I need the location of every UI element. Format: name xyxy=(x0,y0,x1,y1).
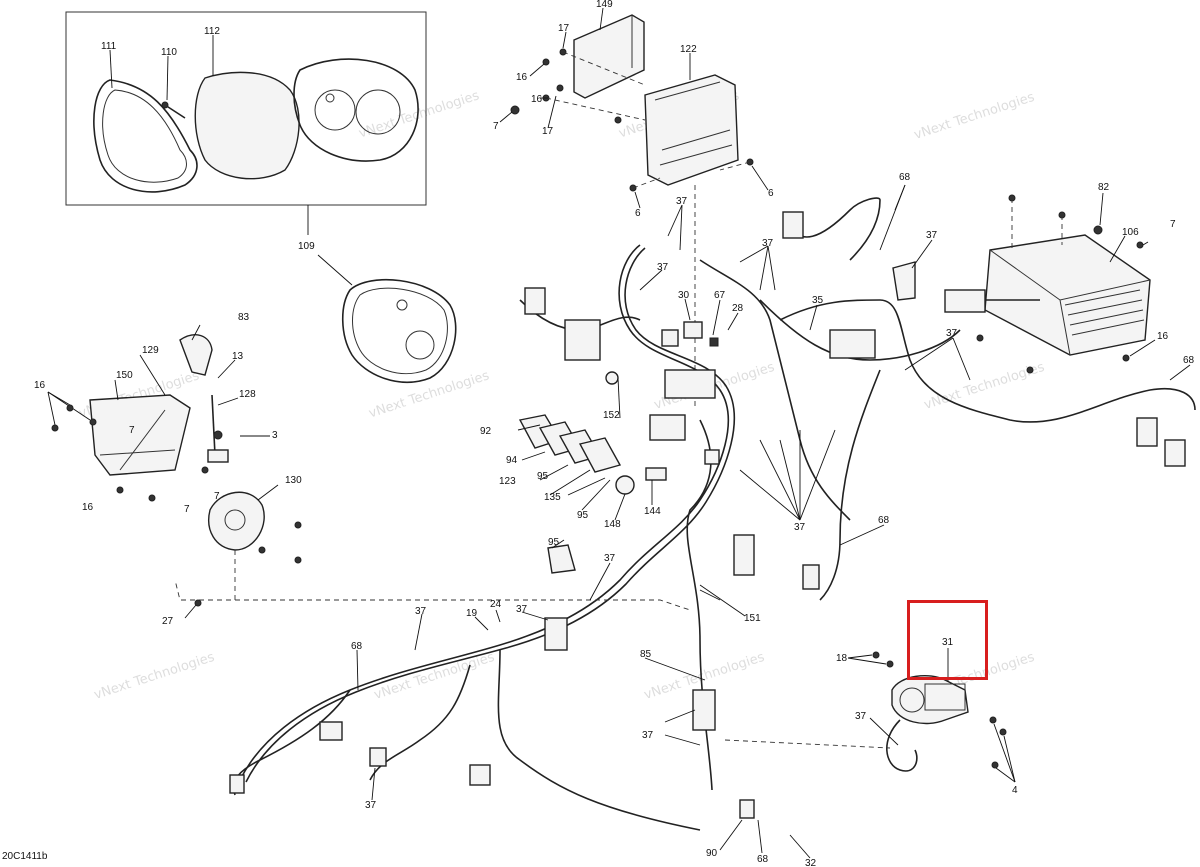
callout-90: 90 xyxy=(706,848,718,859)
highlight-box xyxy=(907,600,988,680)
callout-37h: 37 xyxy=(415,606,427,617)
callout-37l: 37 xyxy=(855,711,867,722)
motor-fasteners xyxy=(847,651,1016,783)
left-bracket-part xyxy=(47,324,691,611)
callout-150: 150 xyxy=(116,370,133,381)
callout-35: 35 xyxy=(812,295,824,306)
lens-part xyxy=(194,71,300,180)
callout-123: 123 xyxy=(499,476,516,487)
callout-7e: 7 xyxy=(184,504,190,515)
callout-7a: 7 xyxy=(493,121,499,132)
module-fasteners xyxy=(499,31,769,410)
callout-6b: 6 xyxy=(768,188,774,199)
callout-112: 112 xyxy=(204,26,220,37)
svg-text:vNext Technologies: vNext Technologies xyxy=(912,90,1036,143)
bezel-part xyxy=(93,79,198,193)
power-box-part xyxy=(944,234,1151,356)
callout-68c: 68 xyxy=(878,515,890,526)
cluster-assembly-part xyxy=(317,254,457,383)
screw-part xyxy=(161,101,186,119)
callout-151: 151 xyxy=(744,613,761,624)
callout-129: 129 xyxy=(142,345,159,356)
callout-24: 24 xyxy=(490,599,502,610)
callout-4: 4 xyxy=(1012,785,1018,796)
callout-135: 135 xyxy=(544,492,561,503)
callout-labels: 149 122 111 110 112 109 17 17 16 16 7 6 … xyxy=(34,0,1195,867)
callout-37j: 37 xyxy=(365,800,377,811)
callout-17b: 17 xyxy=(542,126,554,137)
callout-94: 94 xyxy=(506,455,518,466)
callout-37d: 37 xyxy=(794,522,806,533)
cluster-inset xyxy=(65,11,427,235)
callout-30: 30 xyxy=(678,290,690,301)
callout-68e: 68 xyxy=(757,854,769,865)
callout-37e: 37 xyxy=(926,230,938,241)
callout-16c: 16 xyxy=(1157,331,1169,342)
callout-7d: 7 xyxy=(214,491,220,502)
relay-block-part xyxy=(518,337,719,574)
callout-27: 27 xyxy=(162,616,174,627)
callout-37c: 37 xyxy=(657,262,669,273)
callout-68a: 68 xyxy=(899,172,911,183)
callout-16e: 16 xyxy=(82,502,94,513)
callout-7c: 7 xyxy=(129,425,135,436)
svg-text:vNext Technologies: vNext Technologies xyxy=(92,650,216,703)
callout-37g: 37 xyxy=(604,553,616,564)
left-fasteners xyxy=(51,404,302,607)
callout-82: 82 xyxy=(1098,182,1110,193)
callout-68d: 68 xyxy=(351,641,363,652)
callout-152: 152 xyxy=(603,410,620,421)
callout-16b: 16 xyxy=(531,94,543,105)
module-bracket-part xyxy=(573,7,645,99)
callout-13: 13 xyxy=(232,351,244,362)
callout-149: 149 xyxy=(596,0,613,10)
callout-7b: 7 xyxy=(1170,219,1176,230)
main-wiring-harness xyxy=(233,197,1196,831)
callout-19: 19 xyxy=(466,608,478,619)
control-module-part xyxy=(644,53,739,186)
callout-16a: 16 xyxy=(516,72,528,83)
callout-37f: 37 xyxy=(946,328,958,339)
callout-144: 144 xyxy=(644,506,661,517)
callout-95b: 95 xyxy=(577,510,589,521)
callout-92: 92 xyxy=(480,426,492,437)
callout-128: 128 xyxy=(239,389,256,400)
callout-37k: 37 xyxy=(642,730,654,741)
callout-130: 130 xyxy=(285,475,302,486)
power-box-fasteners xyxy=(976,192,1156,374)
callout-17a: 17 xyxy=(558,23,570,34)
callout-16d: 16 xyxy=(34,380,46,391)
harness-connectors xyxy=(229,211,1186,819)
callout-3: 3 xyxy=(272,430,278,441)
callout-67: 67 xyxy=(714,290,726,301)
callout-85: 85 xyxy=(640,649,652,660)
callout-122: 122 xyxy=(680,44,697,55)
callout-83: 83 xyxy=(238,312,250,323)
callout-18: 18 xyxy=(836,653,848,664)
callout-37b: 37 xyxy=(762,238,774,249)
callout-37a: 37 xyxy=(676,196,688,207)
callout-148: 148 xyxy=(604,519,621,530)
callout-6a: 6 xyxy=(635,208,641,219)
callout-68b: 68 xyxy=(1183,355,1195,366)
callout-28: 28 xyxy=(732,303,744,314)
callout-31: 31 xyxy=(942,637,954,648)
callout-95a: 95 xyxy=(537,471,549,482)
callout-111: 111 xyxy=(101,41,117,52)
gauge-cluster-part xyxy=(293,58,419,162)
callout-106: 106 xyxy=(1122,227,1139,238)
svg-text:vNext Technologies: vNext Technologies xyxy=(367,368,491,421)
callout-110: 110 xyxy=(161,47,177,58)
drawing-code: 20C1411b xyxy=(2,851,48,862)
callout-37i: 37 xyxy=(516,604,528,615)
leader-lines xyxy=(184,184,1191,859)
callout-32: 32 xyxy=(805,858,817,867)
callout-109: 109 xyxy=(298,241,315,252)
callout-95c: 95 xyxy=(548,537,560,548)
